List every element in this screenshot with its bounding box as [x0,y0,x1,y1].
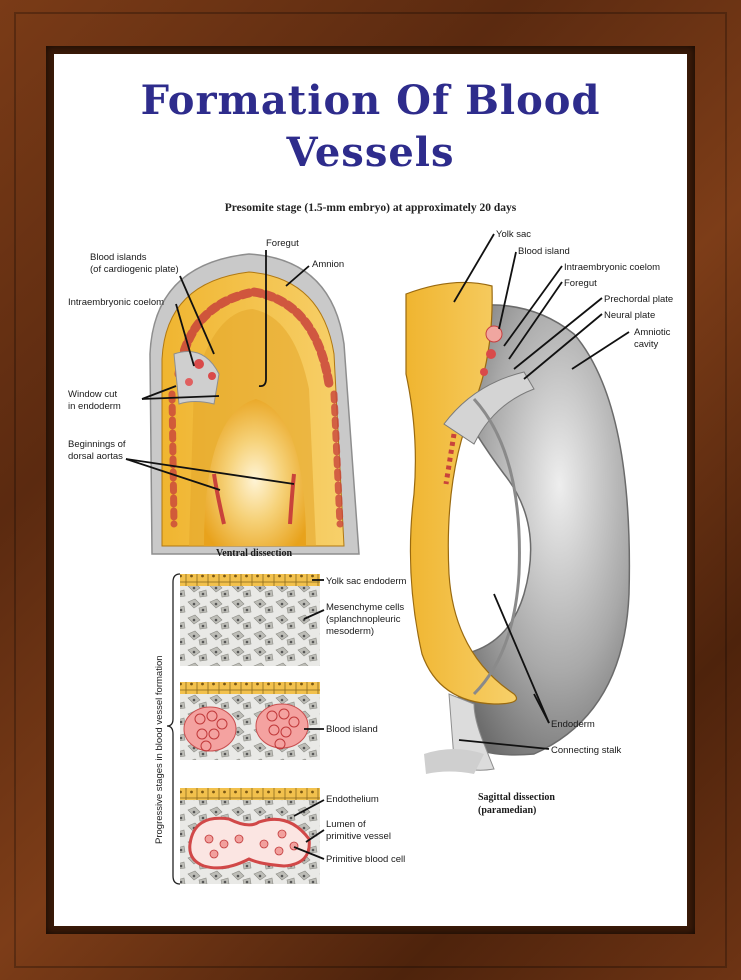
label-window-cut-line-1: Window cut [68,389,117,400]
label-neural-plate: Neural plate [604,310,655,321]
label-amnion: Amnion [312,259,344,270]
label-mesenchyme-line-1: Mesenchyme cells [326,602,404,613]
label-mesenchyme-line-3: mesoderm) [326,626,374,637]
label-connecting-stalk: Connecting stalk [551,745,621,756]
label-window-cut-line-2: in endoderm [68,401,121,412]
label-lumen-line-1: Lumen of [326,819,366,830]
stage-2-blood-island-right [255,703,309,749]
poster-title-line-1: Formation Of Blood [140,77,601,124]
label-blood-island-stage: Blood island [326,724,378,735]
stages-leader-lines [293,579,325,860]
label-blood-island-sagittal: Blood island [518,246,570,257]
label-amniotic-cavity-line-1: Amniotic [634,327,671,338]
caption-sagittal-line-1: Sagittal dissection [478,792,555,803]
sagittal-dissection [405,281,631,774]
label-intraembryonic-coelom-ventral: Intraembryonic coelom [68,297,164,308]
illustration: Foregut Amnion Blood islands (of cardiog… [68,229,673,885]
stage-2-blood-island-left [183,706,237,752]
label-dorsal-aortas-line-2: dorsal aortas [68,451,123,462]
label-yolk-sac: Yolk sac [496,229,531,240]
sagittal-leader-lines [453,233,630,750]
stage-3-endoderm [180,788,320,800]
stages-panel: Progressive stages in blood vessel forma… [154,573,320,885]
label-endoderm: Endoderm [551,719,595,730]
label-blood-islands-line-1: Blood islands [90,252,147,263]
label-dorsal-aortas-line-1: Beginnings of [68,439,126,450]
poster-title-line-2: Vessels [286,129,455,176]
label-yolk-sac-endoderm: Yolk sac endoderm [326,576,407,587]
label-primitive-blood-cell: Primitive blood cell [326,854,405,865]
caption-ventral-dissection: Ventral dissection [216,548,292,559]
label-foregut-sagittal: Foregut [564,278,597,289]
ventral-leader-lines [125,250,310,491]
poster: Formation Of Blood Vessels Presomite sta… [54,54,687,926]
caption-sagittal-line-2: (paramedian) [478,805,536,816]
label-blood-islands-line-2: (of cardiogenic plate) [90,264,179,275]
label-mesenchyme-line-2: (splanchnopleuric [326,614,401,625]
label-amniotic-cavity-line-2: cavity [634,339,659,350]
stage-1-endoderm [180,574,320,586]
label-endothelium: Endothelium [326,794,379,805]
label-lumen-line-2: primitive vessel [326,831,391,842]
stage-1-mesenchyme [180,586,320,666]
label-prechordal-plate: Prechordal plate [604,294,673,305]
poster-subtitle: Presomite stage (1.5-mm embryo) at appro… [224,202,517,214]
ventral-dissection [149,253,360,555]
stage-2-endoderm [180,682,320,694]
label-progressive-stages: Progressive stages in blood vessel forma… [154,655,165,844]
label-foregut-ventral: Foregut [266,238,299,249]
label-intraembryonic-coelom-sagittal: Intraembryonic coelom [564,262,660,273]
